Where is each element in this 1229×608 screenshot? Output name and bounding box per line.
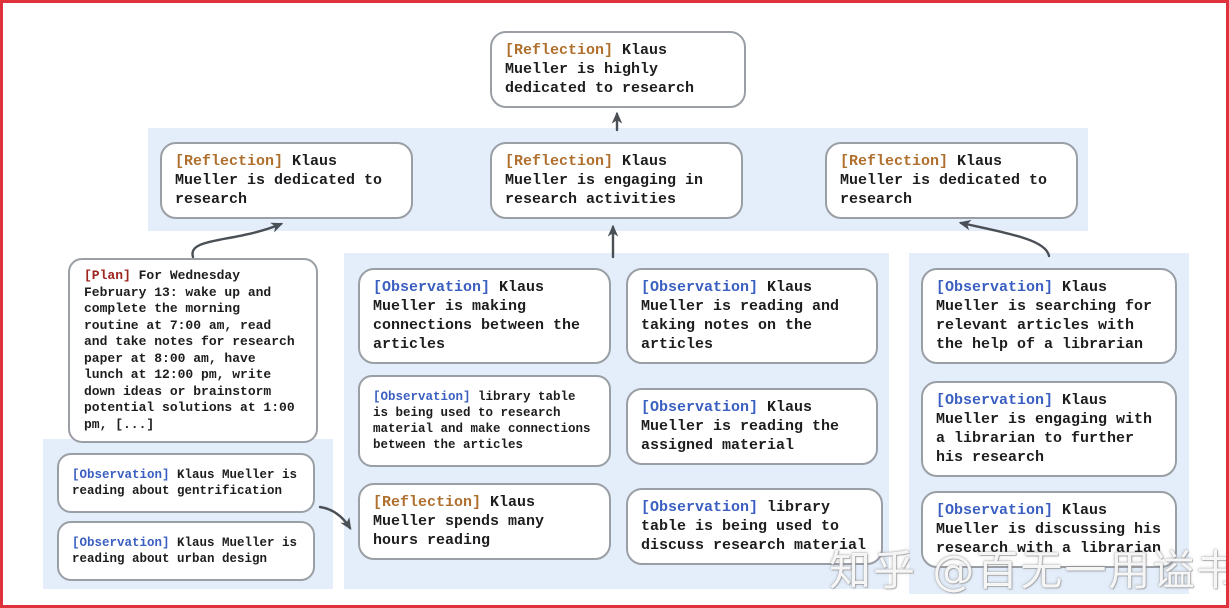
node-observation-taking-notes: [Observation]Klaus Mueller is reading an… (626, 268, 878, 364)
node-text: Klaus Mueller is engaging in research ac… (505, 153, 704, 208)
node-reflection-right: [Reflection]Klaus Mueller is dedicated t… (825, 142, 1078, 219)
node-text: Klaus Mueller is reading about urban des… (72, 536, 298, 566)
node-plan: [Plan]For Wednesday February 13: wake up… (68, 258, 318, 443)
watermark: 知乎 @百无一用谥书生 (829, 546, 1226, 595)
node-text: Klaus Mueller is making connections betw… (373, 279, 581, 353)
reflection-tag: [Reflection] (840, 153, 949, 170)
node-text: Klaus Mueller is searching for relevant … (936, 279, 1153, 353)
node-observation-gentrification: [Observation]Klaus Mueller is reading ab… (57, 453, 315, 513)
node-text: library table is being used to discuss r… (641, 499, 867, 554)
node-reflection-left: [Reflection]Klaus Mueller is dedicated t… (160, 142, 413, 219)
observation-tag: [Observation] (936, 392, 1054, 409)
node-text: Klaus Mueller is reading and taking note… (641, 279, 840, 353)
observation-tag: [Observation] (936, 502, 1054, 519)
node-text: Klaus Mueller is reading about gentrific… (72, 468, 298, 498)
node-observation-engaging-librarian: [Observation]Klaus Mueller is engaging w… (921, 381, 1177, 477)
node-text: Klaus Mueller is engaging with a librari… (936, 392, 1153, 466)
reflection-tag: [Reflection] (505, 42, 614, 59)
observation-tag: [Observation] (373, 390, 471, 404)
node-observation-urban-design: [Observation]Klaus Mueller is reading ab… (57, 521, 315, 581)
node-observation-searching-articles: [Observation]Klaus Mueller is searching … (921, 268, 1177, 364)
observation-tag: [Observation] (936, 279, 1054, 296)
node-text: For Wednesday February 13: wake up and c… (84, 268, 295, 432)
node-reflection-middle: [Reflection]Klaus Mueller is engaging in… (490, 142, 743, 219)
node-text: Klaus Mueller is dedicated to research (840, 153, 1048, 208)
observation-tag: [Observation] (72, 468, 170, 482)
plan-tag: [Plan] (84, 268, 131, 283)
node-observation-library-table-discuss: [Observation]library table is being used… (626, 488, 883, 565)
reflection-tag: [Reflection] (373, 494, 482, 511)
observation-tag: [Observation] (641, 279, 759, 296)
observation-tag: [Observation] (641, 399, 759, 416)
node-observation-making-connections: [Observation]Klaus Mueller is making con… (358, 268, 611, 364)
reflection-tag: [Reflection] (505, 153, 614, 170)
node-text: library table is being used to research … (373, 390, 591, 452)
node-text: Klaus Mueller is highly dedicated to res… (505, 42, 695, 97)
node-text: Klaus Mueller is discussing his research… (936, 502, 1162, 557)
node-reflection-hours-reading: [Reflection]Klaus Mueller spends many ho… (358, 483, 611, 560)
node-text: Klaus Mueller is dedicated to research (175, 153, 383, 208)
reflection-tag: [Reflection] (175, 153, 284, 170)
node-observation-discussing-librarian: [Observation]Klaus Mueller is discussing… (921, 491, 1177, 568)
observation-tag: [Observation] (641, 499, 759, 516)
node-text: Klaus Mueller spends many hours reading (373, 494, 545, 549)
node-observation-assigned-material: [Observation]Klaus Mueller is reading th… (626, 388, 878, 465)
node-observation-library-table-research: [Observation]library table is being used… (358, 375, 611, 467)
node-text: Klaus Mueller is reading the assigned ma… (641, 399, 840, 454)
observation-tag: [Observation] (373, 279, 491, 296)
observation-tag: [Observation] (72, 536, 170, 550)
node-root-reflection: [Reflection]Klaus Mueller is highly dedi… (490, 31, 746, 108)
